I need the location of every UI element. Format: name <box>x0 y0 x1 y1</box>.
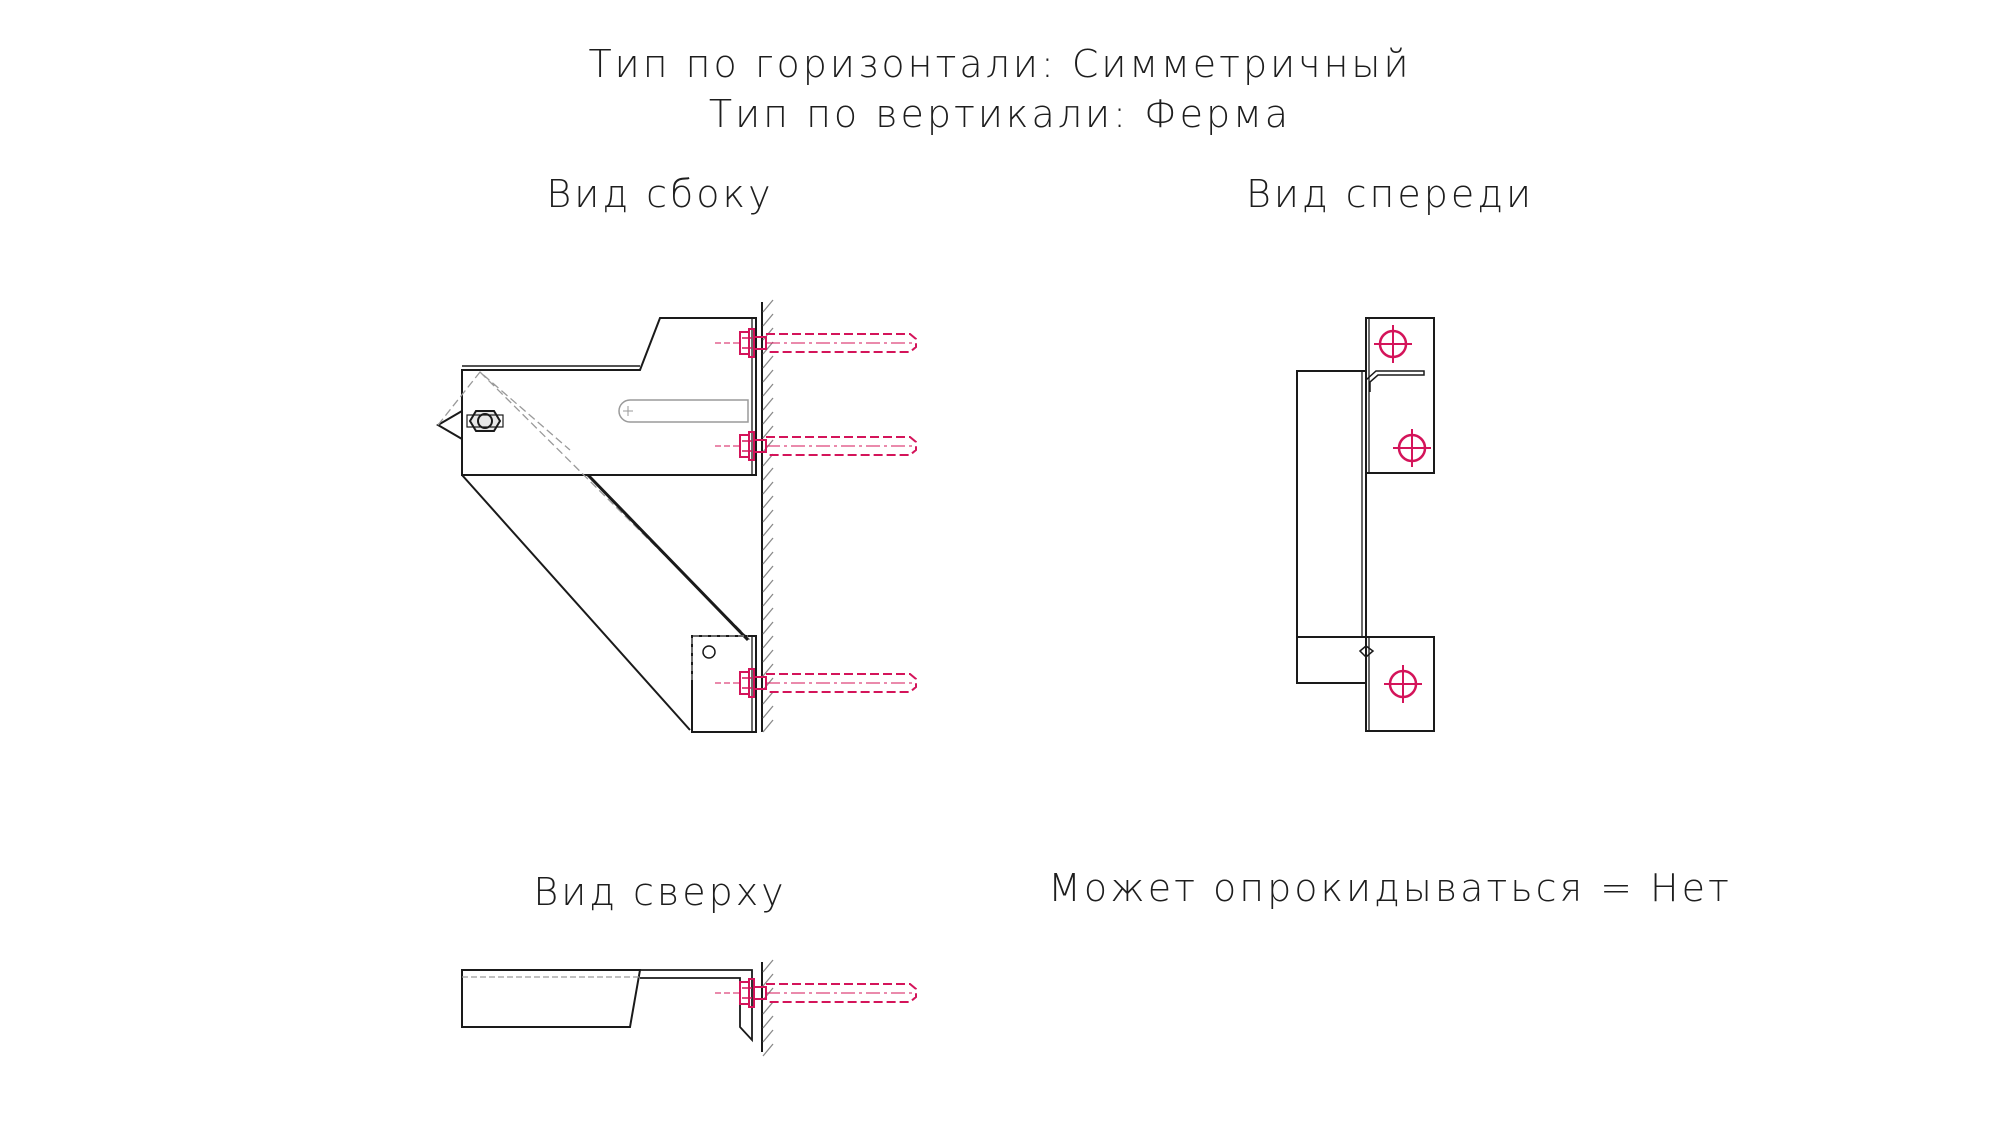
bolt-crosshair-icon <box>1391 427 1433 469</box>
diagonal-strut-inner <box>586 473 750 642</box>
pivot-hole <box>702 645 716 659</box>
top-view-drawing <box>461 959 917 1057</box>
front-bracket-body <box>1296 370 1367 684</box>
bolt-crosshair-icon <box>1382 663 1424 705</box>
top-bracket-flange <box>640 969 753 1043</box>
front-view-drawing <box>1296 317 1435 732</box>
diagonal-strut-outer <box>461 474 691 731</box>
bolt-crosshair-icon <box>1372 323 1414 365</box>
lower-bracket <box>691 635 757 733</box>
tipping-status-label: Может опрокидываться = Нет <box>1048 866 1732 910</box>
hinge-nut-icon <box>466 410 504 432</box>
anchor-bolt-icon <box>714 328 917 358</box>
vertical-type-title: Тип по вертикали: Ферма <box>708 92 1292 136</box>
anchor-bolt-icon <box>714 431 917 461</box>
horizontal-type-title: Тип по горизонтали: Симметричный <box>588 42 1412 86</box>
top-bracket-body <box>461 969 642 1028</box>
anchor-bolt-icon <box>714 978 917 1008</box>
anchor-bolt-icon <box>714 668 917 698</box>
adjustment-slot <box>618 399 749 423</box>
top-view-label: Вид сверху <box>533 870 787 914</box>
side-view-drawing <box>436 299 917 733</box>
front-view-label: Вид спереди <box>1245 172 1535 216</box>
upper-bracket <box>461 317 757 476</box>
side-view-label: Вид сбоку <box>546 172 774 216</box>
wall-hatch <box>762 299 774 733</box>
